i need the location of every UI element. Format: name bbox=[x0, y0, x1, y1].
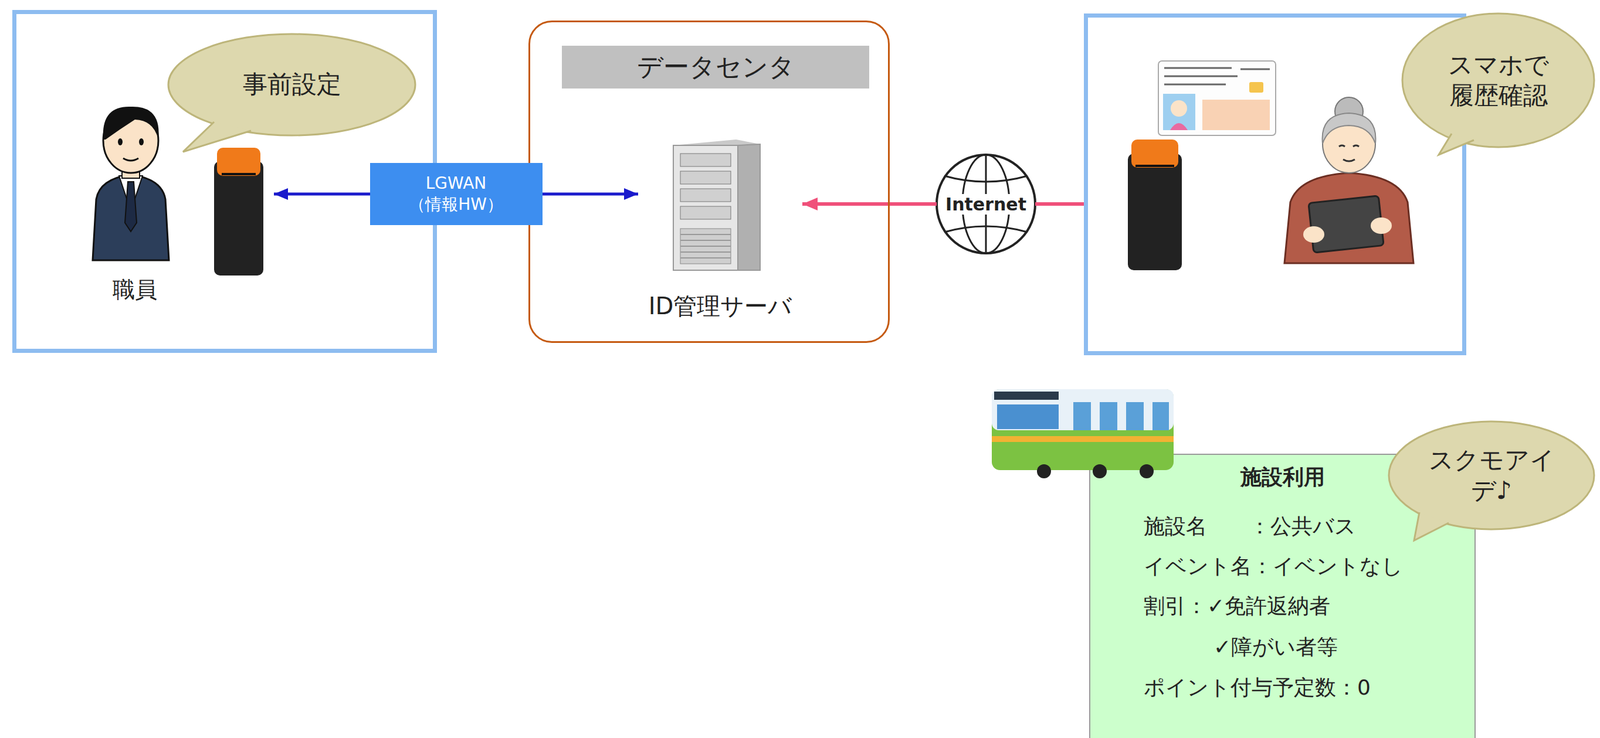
bubble-tail bbox=[182, 121, 252, 152]
staff-figure bbox=[92, 106, 169, 261]
globe-icon bbox=[936, 154, 1036, 254]
terminal-device bbox=[214, 147, 264, 276]
bubble-text-box: 事前設定 bbox=[167, 32, 417, 137]
bubble-ellipse bbox=[1402, 13, 1595, 148]
id-card bbox=[1158, 60, 1276, 136]
actor-label: 職員 bbox=[112, 275, 158, 305]
bubble-text: 事前設定 bbox=[242, 69, 342, 101]
bubble-ellipse bbox=[168, 34, 416, 136]
server-node: ID管理サーバ bbox=[638, 136, 803, 331]
card-line: イベント名：イベントなし bbox=[1143, 552, 1403, 582]
bus-illustration bbox=[991, 389, 1174, 479]
speech-bubble: 事前設定 bbox=[167, 32, 417, 137]
speech-bubble: スマホで 履歴確認 bbox=[1401, 12, 1596, 149]
terminal-device bbox=[1127, 139, 1182, 271]
bubble-tail bbox=[1438, 133, 1474, 155]
bubble-tail bbox=[1414, 512, 1449, 541]
globe-label: Internet bbox=[943, 194, 1029, 215]
server-illustration bbox=[673, 139, 761, 271]
bubble-text: スクモアイ デ♪ bbox=[1428, 445, 1555, 507]
card-line: ✓障がい者等 bbox=[1213, 633, 1338, 663]
speech-bubble: スクモアイ デ♪ bbox=[1387, 420, 1596, 531]
edge-label-text: LGWAN （情報HW） bbox=[408, 173, 504, 216]
bubble-text-box: スマホで 履歴確認 bbox=[1401, 12, 1596, 149]
card-line: ポイント付与予定数：0 bbox=[1143, 673, 1371, 703]
actor-node: 職員 bbox=[86, 109, 274, 307]
internet-globe: Internet bbox=[936, 154, 1036, 254]
card-line: 施設名 ：公共バス bbox=[1143, 512, 1357, 542]
edge-label: LGWAN （情報HW） bbox=[370, 163, 543, 226]
title-band: データセンタ bbox=[561, 45, 870, 89]
datacenter-box: データセンタ ID管理サーバ bbox=[528, 20, 890, 344]
bubble-shape bbox=[1387, 420, 1596, 531]
bubble-text: スマホで 履歴確認 bbox=[1448, 49, 1549, 112]
bubble-shape bbox=[1401, 12, 1596, 149]
bubble-text-box: スクモアイ デ♪ bbox=[1387, 420, 1596, 531]
band-title: データセンタ bbox=[636, 49, 795, 85]
connector bbox=[802, 202, 937, 206]
card-line: 割引：✓免許返納者 bbox=[1143, 592, 1331, 622]
elderly-woman bbox=[1284, 97, 1414, 264]
connector bbox=[1035, 202, 1084, 206]
server-label: ID管理サーバ bbox=[638, 290, 803, 323]
